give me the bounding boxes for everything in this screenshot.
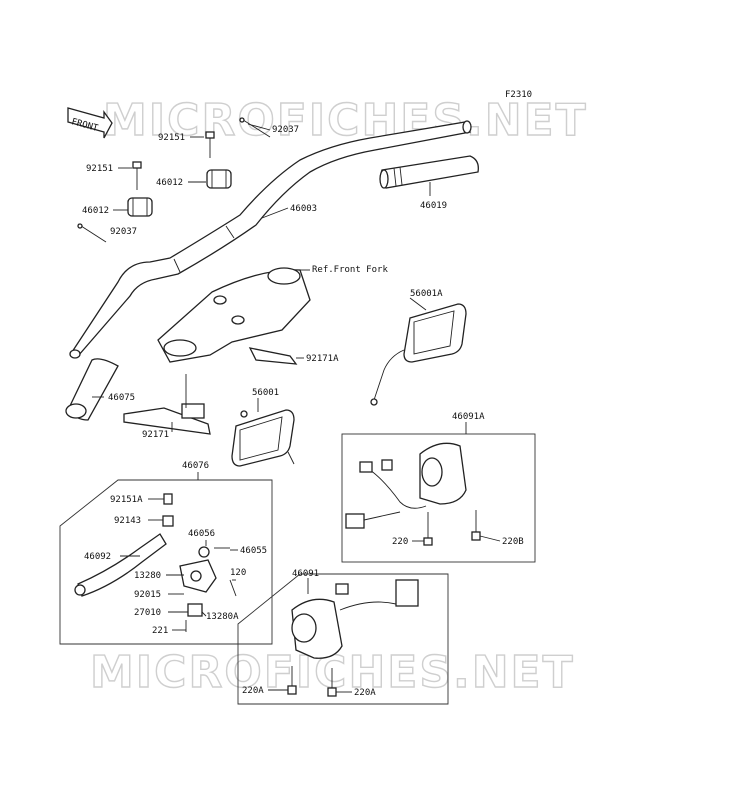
clutch-lever-icon xyxy=(74,533,167,597)
handlebar-clamp-upper-icon xyxy=(206,169,232,189)
label-220B: 220B xyxy=(502,537,524,547)
figure-code: F2310 xyxy=(505,90,532,100)
label-92037-top: 92037 xyxy=(272,125,299,135)
screw-220B-icon xyxy=(471,510,481,541)
leader-lines xyxy=(92,123,501,693)
bolt-upper-icon xyxy=(205,131,215,158)
label-220: 220 xyxy=(392,537,408,547)
label-92171A: 92171A xyxy=(306,354,339,364)
label-46055: 46055 xyxy=(240,546,267,556)
clamp-band-left-icon xyxy=(77,223,107,243)
label-92151A: 92151A xyxy=(110,495,143,505)
label-120: 120 xyxy=(230,568,246,578)
handlebar-clamp-left-icon xyxy=(127,197,153,217)
label-ref-front-fork: Ref.Front Fork xyxy=(312,265,388,275)
right-mirror-icon xyxy=(370,303,467,406)
group-box-46091A xyxy=(341,433,536,563)
handlebar-icon xyxy=(69,120,472,359)
label-27010: 27010 xyxy=(134,608,161,618)
label-46091: 46091 xyxy=(292,569,319,579)
clamp-plate-92171A-icon xyxy=(248,347,298,365)
watermark-top: MICROFICHES.NET xyxy=(103,95,588,146)
label-46092: 46092 xyxy=(84,552,111,562)
screw-220-icon xyxy=(423,512,433,546)
label-56001A: 56001A xyxy=(410,289,443,299)
label-46091A: 46091A xyxy=(452,412,485,422)
label-13280: 13280 xyxy=(134,571,161,581)
right-switch-housing-icon xyxy=(345,442,467,529)
label-92151-top: 92151 xyxy=(158,133,185,143)
label-92171: 92171 xyxy=(142,430,169,440)
left-mirror-icon xyxy=(231,409,295,467)
left-switch-housing-icon xyxy=(291,579,419,659)
label-46056: 46056 xyxy=(188,529,215,539)
label-46003: 46003 xyxy=(290,204,317,214)
label-46076: 46076 xyxy=(182,461,209,471)
group-box-46076 xyxy=(59,479,273,645)
fork-upper-bracket-icon xyxy=(157,267,311,363)
label-92015: 92015 xyxy=(134,590,161,600)
label-92037-left: 92037 xyxy=(110,227,137,237)
clamp-band-top-icon xyxy=(239,117,271,138)
right-grip-icon xyxy=(379,155,479,189)
label-13280A: 13280A xyxy=(206,612,239,622)
label-56001: 56001 xyxy=(252,388,279,398)
clamp-plate-92171-icon xyxy=(123,403,211,435)
group-box-46091 xyxy=(237,573,449,705)
label-46012-mid: 46012 xyxy=(156,178,183,188)
small-parts-icon xyxy=(162,493,237,632)
label-92143: 92143 xyxy=(114,516,141,526)
label-220A-right: 220A xyxy=(354,688,376,698)
label-46019: 46019 xyxy=(420,201,447,211)
label-92151-left: 92151 xyxy=(86,164,113,174)
label-46075: 46075 xyxy=(108,393,135,403)
label-220A-left: 220A xyxy=(242,686,264,696)
bolt-left-icon xyxy=(132,161,142,190)
label-221: 221 xyxy=(152,626,168,636)
left-grip-icon xyxy=(65,358,119,421)
lever-bracket-icon xyxy=(179,559,217,593)
label-46012-left: 46012 xyxy=(82,206,109,216)
